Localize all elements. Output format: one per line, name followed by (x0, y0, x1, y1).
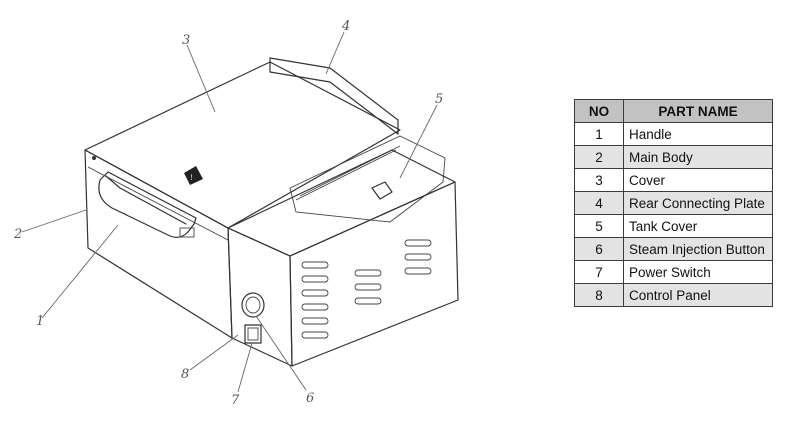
appliance-diagram: ! (13, 19, 459, 408)
row-part-name: Cover (623, 168, 773, 192)
table-row: 1 Handle (574, 122, 773, 146)
callout-2: 2 (13, 227, 22, 242)
row-no: 3 (574, 168, 624, 192)
table-header-row: NO PART NAME (574, 99, 773, 123)
table-row: 5 Tank Cover (574, 214, 773, 238)
row-part-name: Control Panel (623, 283, 773, 307)
row-no: 1 (574, 122, 624, 146)
table-row: 4 Rear Connecting Plate (574, 191, 773, 215)
callout-labels: 1 2 3 4 5 6 7 8 (13, 19, 443, 408)
vent-slots (301, 239, 432, 339)
row-part-name: Tank Cover (623, 214, 773, 238)
table-row: 7 Power Switch (574, 260, 773, 284)
row-no: 4 (574, 191, 624, 215)
table-row: 6 Steam Injection Button (574, 237, 773, 261)
row-part-name: Power Switch (623, 260, 773, 284)
parts-table: NO PART NAME 1 Handle 2 Main Body 3 Cove… (574, 99, 773, 307)
steam-injection-button (241, 292, 265, 318)
main-body (84, 149, 233, 339)
callout-1: 1 (36, 314, 44, 329)
svg-text:!: ! (190, 174, 193, 182)
power-switch (244, 324, 262, 344)
callout-7: 7 (231, 393, 240, 408)
callout-4: 4 (341, 19, 350, 34)
control-panel (227, 149, 459, 367)
header-part-name: PART NAME (623, 99, 773, 123)
row-no: 7 (574, 260, 624, 284)
header-no: NO (574, 99, 624, 123)
table-row: 3 Cover (574, 168, 773, 192)
cover: ! (84, 61, 401, 229)
callout-3: 3 (182, 33, 190, 48)
row-part-name: Rear Connecting Plate (623, 191, 773, 215)
row-part-name: Steam Injection Button (623, 237, 773, 261)
row-part-name: Handle (623, 122, 773, 146)
table-row: 8 Control Panel (574, 283, 773, 307)
callout-6: 6 (306, 391, 314, 406)
callout-5: 5 (435, 92, 443, 107)
callout-8: 8 (181, 367, 189, 382)
handle (98, 171, 197, 238)
rear-connecting-plate (269, 57, 399, 135)
row-no: 8 (574, 283, 624, 307)
row-part-name: Main Body (623, 145, 773, 169)
row-no: 6 (574, 237, 624, 261)
row-no: 5 (574, 214, 624, 238)
leader-lines (21, 31, 438, 393)
row-no: 2 (574, 145, 624, 169)
tank-cover (289, 135, 446, 223)
table-row: 2 Main Body (574, 145, 773, 169)
